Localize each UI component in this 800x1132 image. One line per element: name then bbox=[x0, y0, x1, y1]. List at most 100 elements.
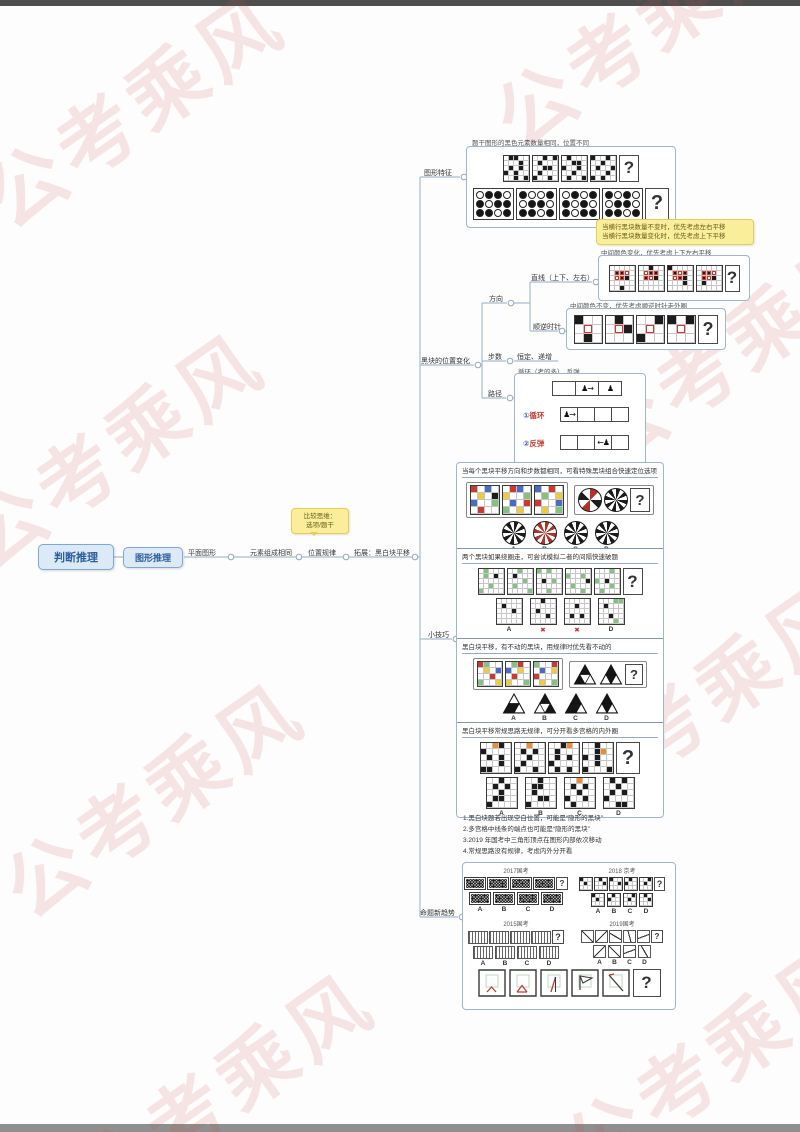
line-note: 中间颜色变化，优先考虑上下左右平移 bbox=[601, 250, 712, 257]
branch-block-position-change[interactable]: 黑块的位置变化 bbox=[421, 358, 470, 365]
figure-grid bbox=[695, 264, 723, 292]
note-tail-icon bbox=[310, 532, 318, 540]
answer-option: B bbox=[533, 693, 557, 722]
path-example-box: ♟→♟ ①循环 ♟→ ②反弹 ←♟ bbox=[514, 373, 646, 465]
answer-label: C bbox=[524, 960, 530, 967]
node-judgment-reasoning[interactable]: 判断推理 bbox=[38, 544, 114, 570]
question-mark: ? bbox=[556, 877, 568, 890]
answer-option: D bbox=[597, 598, 625, 633]
figure-answer-square bbox=[508, 969, 537, 997]
tip1-title: 当每个黑块平移方向和步数都相同，可看特殊黑块组合快速定位选项 bbox=[462, 465, 658, 478]
figure-triangle bbox=[564, 693, 588, 714]
figure-grid bbox=[506, 568, 534, 595]
figure-walker-icon bbox=[577, 407, 595, 422]
node-direction[interactable]: 方向 bbox=[489, 296, 503, 303]
figure-diagonal-line bbox=[593, 945, 606, 958]
tip3-row: ? bbox=[462, 658, 658, 690]
connector-node-icon bbox=[506, 394, 514, 402]
figure-grid bbox=[602, 777, 635, 809]
answer-label: B bbox=[542, 715, 547, 722]
question-mark: ? bbox=[616, 742, 640, 774]
exam-2017-label: 2017国考 bbox=[503, 869, 529, 875]
figure-answer-square bbox=[477, 969, 506, 997]
figure-triangle bbox=[502, 693, 526, 714]
answer-option: A bbox=[593, 945, 606, 966]
figure-pinwheel bbox=[578, 488, 602, 512]
figure-answer-square bbox=[539, 969, 568, 997]
question-strip: ? bbox=[468, 930, 564, 944]
answer-label: D bbox=[616, 810, 621, 817]
line-example-box: ? bbox=[598, 255, 750, 301]
branch-figure-features[interactable]: 图形特征 bbox=[424, 170, 452, 177]
figure-grid bbox=[503, 154, 530, 182]
tip2-title: 两个黑块如果绕圈走，可尝试模拟二者的间隔快速破题 bbox=[462, 551, 658, 564]
answer-label: D bbox=[642, 959, 647, 966]
answer-label: D bbox=[604, 715, 609, 722]
figure-grid bbox=[667, 314, 696, 344]
path-demo-strip: ♟→♟ bbox=[552, 381, 622, 396]
figure-grid bbox=[608, 264, 636, 292]
answer-label: B bbox=[538, 810, 543, 817]
answer-label: C bbox=[627, 908, 633, 915]
answer-option: B bbox=[607, 893, 621, 915]
answer-label: B bbox=[501, 906, 507, 913]
note-compare-thinking[interactable]: 比较思维： 选项/题干 bbox=[291, 508, 349, 536]
answer-label: A bbox=[511, 715, 516, 722]
answer-option: B bbox=[495, 946, 515, 967]
node-straight-line[interactable]: 直线（上下、左右） bbox=[531, 275, 594, 282]
answer-option: B bbox=[532, 521, 557, 548]
branch-new-trends[interactable]: 命题新趋势 bbox=[420, 910, 455, 917]
figure-grid bbox=[563, 777, 596, 809]
answer-label: ✖ bbox=[540, 627, 546, 634]
figure-dot-grid bbox=[510, 877, 532, 890]
exam-2019-label: 2019国考 bbox=[609, 922, 635, 928]
figure-striped-grid bbox=[495, 946, 515, 959]
figure-pinwheel bbox=[563, 521, 588, 545]
figure-walker-icon: ♟→ bbox=[575, 381, 599, 396]
answer-label: C bbox=[573, 715, 578, 722]
note-row-count-tip[interactable]: 当横行黑块数量不变时，优先考虑左右平移 当横行黑块数量变化时，优先考虑上下平移 bbox=[596, 219, 754, 245]
question-strip bbox=[466, 482, 568, 518]
node-path[interactable]: 路径 bbox=[488, 391, 502, 398]
figure-grid bbox=[485, 777, 518, 809]
node-extension-bw-translation[interactable]: 拓展：黑白块平移 bbox=[354, 550, 410, 557]
figure-grid bbox=[564, 568, 592, 595]
node-steps-value[interactable]: 恒定、递增 bbox=[517, 354, 552, 361]
node-plane-figure[interactable]: 平面图形 bbox=[188, 550, 216, 557]
node-graphic-reasoning[interactable]: 图形推理 bbox=[123, 547, 183, 568]
figure-grid bbox=[579, 877, 593, 891]
answer-label: B bbox=[611, 908, 617, 915]
rotate-example-box: ? bbox=[566, 308, 726, 350]
node-position-rule[interactable]: 位置规律 bbox=[308, 550, 336, 557]
node-steps[interactable]: 步数 bbox=[488, 354, 502, 361]
answer-label: A bbox=[480, 960, 486, 967]
bounce-number: ② bbox=[523, 439, 530, 448]
figure-walker-icon bbox=[611, 435, 629, 450]
figure-grid bbox=[505, 661, 531, 687]
answer-option: ✖ bbox=[529, 598, 557, 634]
tip2-row: ? bbox=[462, 568, 658, 595]
tip-section-2: 两个黑块如果绕圈走，可尝试模拟二者的间隔快速破题 ? A✖✖D bbox=[457, 549, 663, 639]
trend-note-1: 1.黑白块题若出现空白位置，可能是“隐形的黑块” bbox=[463, 815, 603, 822]
tip4-row: ? bbox=[462, 742, 658, 774]
answer-option: A bbox=[485, 777, 518, 817]
answer-label: ✖ bbox=[574, 627, 580, 634]
connector-node-icon bbox=[342, 553, 350, 561]
node-same-elements[interactable]: 元素组成相同 bbox=[250, 550, 292, 557]
answer-label: D bbox=[608, 626, 614, 633]
answer-option: A bbox=[591, 893, 605, 915]
branch-tips[interactable]: 小技巧 bbox=[428, 632, 449, 639]
cycle-number: ① bbox=[523, 411, 530, 420]
node-clockwise[interactable]: 顺逆时针 bbox=[533, 324, 561, 331]
